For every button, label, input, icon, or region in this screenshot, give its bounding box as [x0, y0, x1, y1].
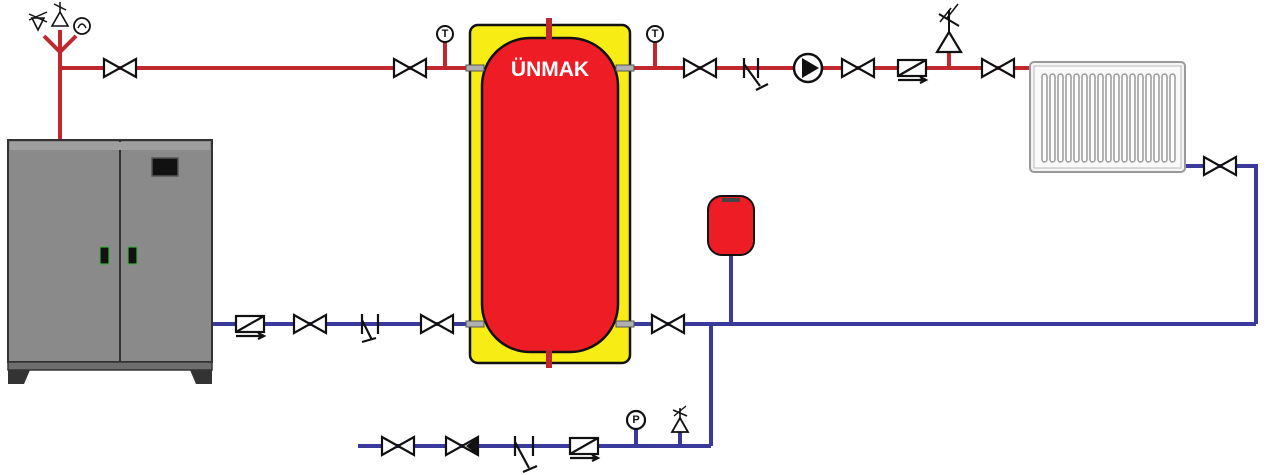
radiator-fin [1097, 73, 1104, 163]
gate-valve-icon[interactable] [840, 57, 876, 79]
check-valve-icon[interactable] [896, 58, 928, 85]
safety-valve-icon [50, 2, 70, 27]
radiator-fin [1113, 73, 1120, 163]
gate-valve-icon[interactable] [682, 57, 718, 79]
boiler-cabinet[interactable] [7, 139, 213, 384]
tank-label: ÜNMAK [511, 58, 589, 81]
boiler-safety-group-icon [28, 2, 91, 35]
gate-valve-icon[interactable] [1202, 155, 1238, 177]
circulation-pump-icon[interactable] [792, 52, 824, 84]
buffer-tank[interactable] [465, 18, 635, 368]
boiler-door-handle-right[interactable] [127, 246, 138, 265]
pressure-symbol: P [632, 414, 639, 426]
manometer-icon [73, 17, 91, 35]
radiator-fin [1081, 73, 1088, 163]
gate-valve-icon[interactable] [650, 313, 686, 335]
radiator-fin [1057, 73, 1064, 163]
radiator-fin [1169, 73, 1176, 163]
radiator-fin [1129, 73, 1136, 163]
gate-valve-icon[interactable] [102, 57, 138, 79]
radiator-fin [1121, 73, 1128, 163]
boiler-door-handle-left[interactable] [99, 246, 110, 265]
radiator-fin [1041, 73, 1048, 163]
manometer-icon: P [625, 409, 647, 431]
radiator[interactable] [1029, 61, 1186, 173]
safety-valve-icon [670, 405, 690, 433]
pressure-reducer-icon[interactable] [444, 435, 480, 457]
safety-valve-icon [935, 3, 963, 54]
gate-valve-icon[interactable] [380, 435, 416, 457]
thermometer-symbol: T [652, 28, 659, 40]
thermometer-icon: T [436, 25, 454, 43]
radiator-fin [1105, 73, 1112, 163]
check-valve-icon[interactable] [234, 314, 266, 341]
air-vent-icon [28, 11, 48, 32]
radiator-fin [1065, 73, 1072, 163]
thermometer-symbol: T [442, 28, 449, 40]
radiator-fin [1089, 73, 1096, 163]
gate-valve-icon[interactable] [980, 57, 1016, 79]
gate-valve-icon[interactable] [292, 313, 328, 335]
strainer-filter-icon[interactable] [742, 58, 769, 91]
boiler-display [151, 157, 179, 177]
radiator-fin [1073, 73, 1080, 163]
radiator-fin [1049, 73, 1056, 163]
expansion-vessel[interactable] [707, 195, 755, 256]
radiator-fin [1145, 73, 1152, 163]
radiator-fin [1161, 73, 1168, 163]
thermometer-icon: T [646, 25, 664, 43]
check-valve-icon[interactable] [568, 436, 600, 463]
gate-valve-icon[interactable] [392, 57, 428, 79]
strainer-filter-icon[interactable] [513, 436, 538, 474]
radiator-fin [1137, 73, 1144, 163]
radiator-fin [1153, 73, 1160, 163]
gate-valve-icon[interactable] [419, 313, 455, 335]
strainer-filter-icon[interactable] [360, 314, 380, 344]
